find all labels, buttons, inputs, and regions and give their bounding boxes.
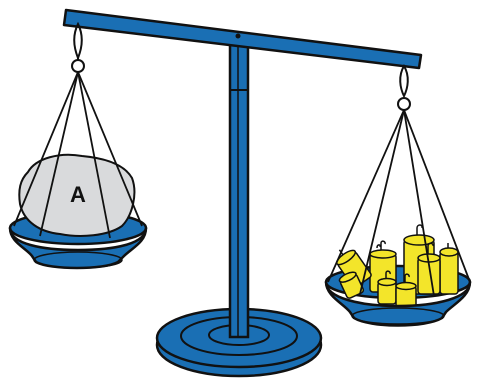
left-pan-assembly: A [10, 24, 146, 268]
left-hook-icon [74, 24, 82, 58]
right-pan-assembly [326, 66, 470, 326]
scale-post [230, 34, 248, 337]
right-hook-icon [400, 66, 408, 96]
object-label: A [70, 182, 86, 207]
